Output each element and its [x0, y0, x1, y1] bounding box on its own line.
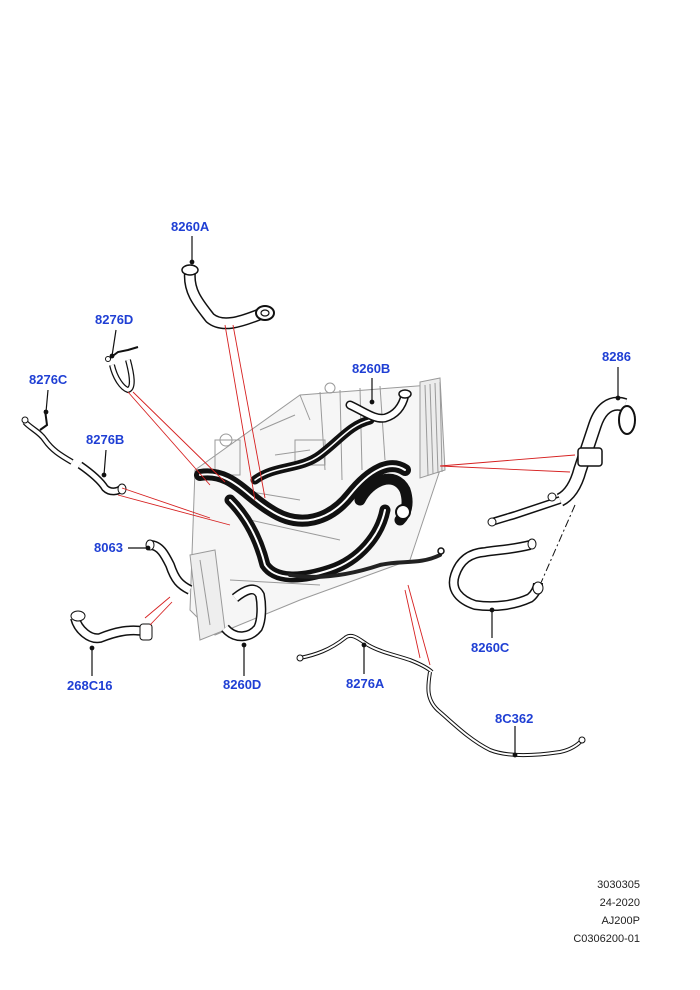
callout-8260C[interactable]: 8260C	[471, 640, 510, 655]
callout-8C362[interactable]: 8C362	[495, 711, 534, 726]
hose-8063	[145, 539, 193, 595]
engine-hoses	[194, 415, 445, 583]
hose-8260C	[448, 538, 544, 612]
callout-8260B[interactable]: 8260B	[352, 361, 391, 376]
hose-8276B	[77, 461, 127, 496]
pipe-8C362	[426, 671, 586, 758]
callout-8286[interactable]: 8286	[602, 349, 631, 364]
ref-code-1: 3030305	[597, 879, 640, 891]
ref-code-4: C0306200-01	[573, 933, 640, 945]
hose-8276C	[21, 409, 74, 465]
callout-8260A[interactable]: 8260A	[171, 219, 210, 234]
hose-268C16	[70, 610, 153, 644]
pipe-8276A	[296, 633, 434, 674]
callout-leaders	[43, 236, 621, 758]
callout-8260D[interactable]: 8260D	[223, 677, 262, 692]
hose-8260D	[221, 584, 267, 642]
hose-8286	[487, 396, 636, 586]
callout-8276A[interactable]: 8276A	[346, 676, 385, 691]
callout-8276B[interactable]: 8276B	[86, 432, 125, 447]
callout-8276D[interactable]: 8276D	[95, 312, 134, 327]
callout-8063[interactable]: 8063	[94, 540, 123, 555]
ref-code-2: 24-2020	[599, 897, 640, 909]
ref-code-3: AJ200P	[601, 915, 640, 927]
leader-lines	[117, 324, 576, 666]
engine-radiator-assembly	[189, 377, 446, 641]
hose-8260B	[345, 389, 412, 423]
hose-8276D	[105, 346, 139, 394]
hose-8260A	[181, 264, 275, 330]
callout-8276C[interactable]: 8276C	[29, 372, 68, 387]
callout-268C16[interactable]: 268C16	[67, 678, 113, 693]
